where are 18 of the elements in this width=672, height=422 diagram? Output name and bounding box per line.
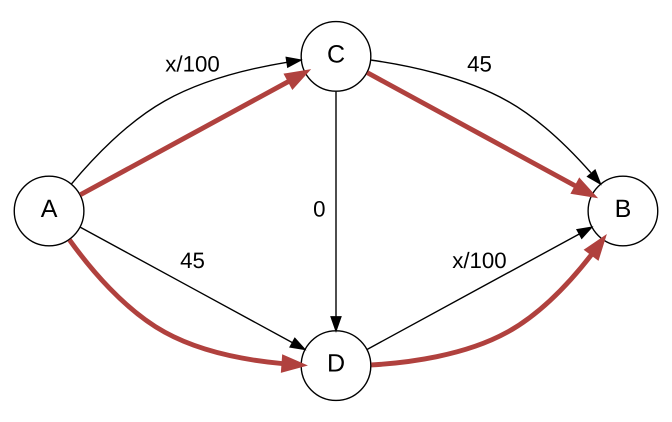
arrow	[79, 69, 312, 197]
edge-label: 45	[180, 248, 205, 273]
node-circle: D	[300, 330, 372, 402]
node-circle: A	[14, 175, 85, 247]
arrow	[71, 56, 303, 184]
edge-label: 45	[467, 51, 492, 76]
edge-label: x/100	[452, 248, 507, 273]
arrow	[330, 92, 342, 333]
node-circle: B	[587, 175, 658, 247]
arrow	[366, 70, 598, 198]
arrow	[371, 59, 602, 186]
edge-label: 0	[313, 196, 326, 222]
arrow	[68, 238, 308, 373]
arrow	[80, 226, 307, 350]
arrow	[366, 226, 594, 350]
edge-label: x/100	[165, 51, 220, 76]
arrow	[371, 234, 607, 368]
node-circle: C	[300, 20, 372, 92]
